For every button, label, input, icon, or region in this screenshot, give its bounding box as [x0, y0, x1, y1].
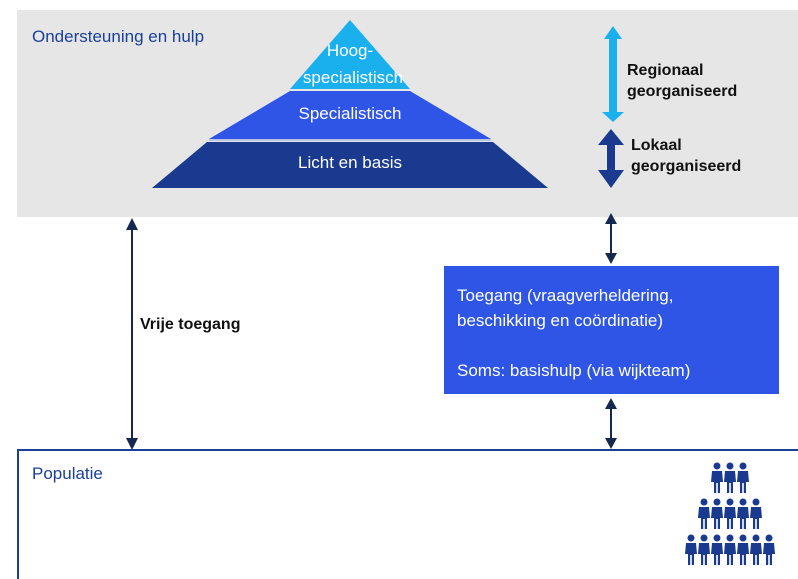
pyramid-base-tier	[152, 142, 548, 188]
pyramid-base-label: Licht en basis	[298, 153, 402, 172]
person-icon	[698, 534, 710, 565]
person-icon	[724, 534, 736, 565]
person-icon	[685, 534, 697, 565]
person-icon	[737, 462, 749, 493]
person-icon	[763, 534, 775, 565]
support-title: Ondersteuning en hulp	[32, 27, 205, 46]
local-double-arrow-icon	[598, 129, 624, 188]
pyramid-top-label-2: specialistisch	[302, 68, 404, 87]
person-icon	[750, 498, 762, 529]
population-title: Populatie	[32, 464, 103, 483]
person-icon	[711, 498, 723, 529]
access-text-1: Toegang (vraagverheldering,	[457, 286, 674, 305]
pyramid-middle-tier	[209, 91, 491, 139]
local-label-1: Lokaal	[631, 137, 682, 154]
free-access-arrow-icon	[126, 218, 138, 450]
person-icon	[711, 462, 723, 493]
access-text-3: Soms: basishulp (via wijkteam)	[457, 361, 691, 380]
population-box	[17, 449, 798, 579]
access-text-2: beschikking en coördinatie)	[457, 311, 664, 330]
person-icon	[724, 498, 736, 529]
person-icon	[737, 534, 749, 565]
care-pyramid	[152, 20, 548, 188]
person-icon	[737, 498, 749, 529]
person-icon	[698, 498, 710, 529]
local-label-2: georganiseerd	[631, 158, 742, 175]
regional-label-1: Regionaal	[627, 62, 704, 79]
regional-double-arrow-icon	[602, 26, 624, 122]
band-to-access-arrow-icon	[605, 213, 617, 264]
pyramid-top-tier	[290, 20, 410, 89]
free-access-label: Vrije toegang	[140, 316, 241, 333]
person-icon	[711, 534, 723, 565]
access-to-population-arrow-icon	[605, 398, 617, 449]
pyramid-top-label-1: Hoog-	[326, 41, 374, 60]
population-people-icon	[685, 462, 775, 565]
access-box	[444, 266, 779, 394]
pyramid-middle-label: Specialistisch	[298, 104, 402, 123]
person-icon	[750, 534, 762, 565]
person-icon	[724, 462, 736, 493]
regional-label-2: georganiseerd	[627, 83, 738, 100]
